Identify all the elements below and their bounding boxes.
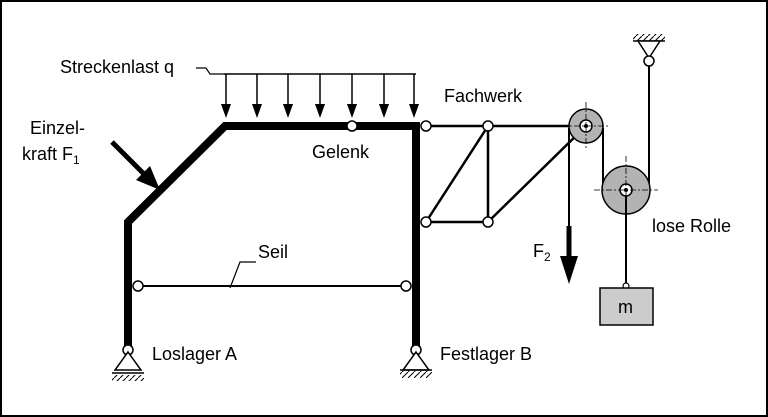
roller-support-a bbox=[112, 344, 144, 381]
load-arrow-head bbox=[252, 104, 262, 118]
load-arrow-head bbox=[315, 104, 325, 118]
truss-joint-bottom-left bbox=[420, 216, 432, 228]
force-f2-arrow bbox=[560, 128, 578, 284]
mass-block bbox=[599, 287, 654, 326]
label-fixed-support: Festlager B bbox=[440, 344, 532, 364]
load-arrow-head bbox=[379, 104, 389, 118]
label-roller-support: Loslager A bbox=[152, 344, 237, 364]
label-truss: Fachwerk bbox=[444, 86, 523, 106]
label-loose-pulley: lose Rolle bbox=[652, 216, 731, 236]
label-distributed-load: Streckenlast q bbox=[60, 57, 174, 77]
truss bbox=[424, 124, 587, 224]
frame-beam bbox=[124, 122, 420, 350]
truss-joint-bottom-mid bbox=[482, 216, 494, 228]
load-arrow-head bbox=[409, 104, 419, 118]
top-ceiling-support bbox=[633, 34, 665, 67]
rope-joint-left bbox=[132, 280, 144, 292]
hinge-joint bbox=[346, 120, 358, 132]
fixed-support-b bbox=[400, 344, 432, 378]
label-single-force-line2: kraft F1 bbox=[22, 144, 80, 167]
load-arrow-head bbox=[283, 104, 293, 118]
label-rope: Seil bbox=[258, 242, 288, 262]
rope-joint-right bbox=[400, 280, 412, 292]
load-leader-line bbox=[196, 67, 224, 75]
label-hinge: Gelenk bbox=[312, 142, 370, 162]
label-single-force-line1: Einzel- bbox=[30, 118, 85, 138]
distributed-load bbox=[221, 73, 419, 118]
label-mass: m bbox=[618, 297, 633, 317]
label-force2: F2 bbox=[533, 241, 551, 264]
fixed-pulley bbox=[562, 102, 610, 150]
force-f1-arrow bbox=[110, 140, 160, 190]
truss-joint-top-mid bbox=[482, 120, 494, 132]
truss-joint-top-left bbox=[420, 120, 432, 132]
rope-leader-line bbox=[229, 261, 256, 289]
load-arrow-head bbox=[347, 104, 357, 118]
load-arrow-head bbox=[221, 104, 231, 118]
